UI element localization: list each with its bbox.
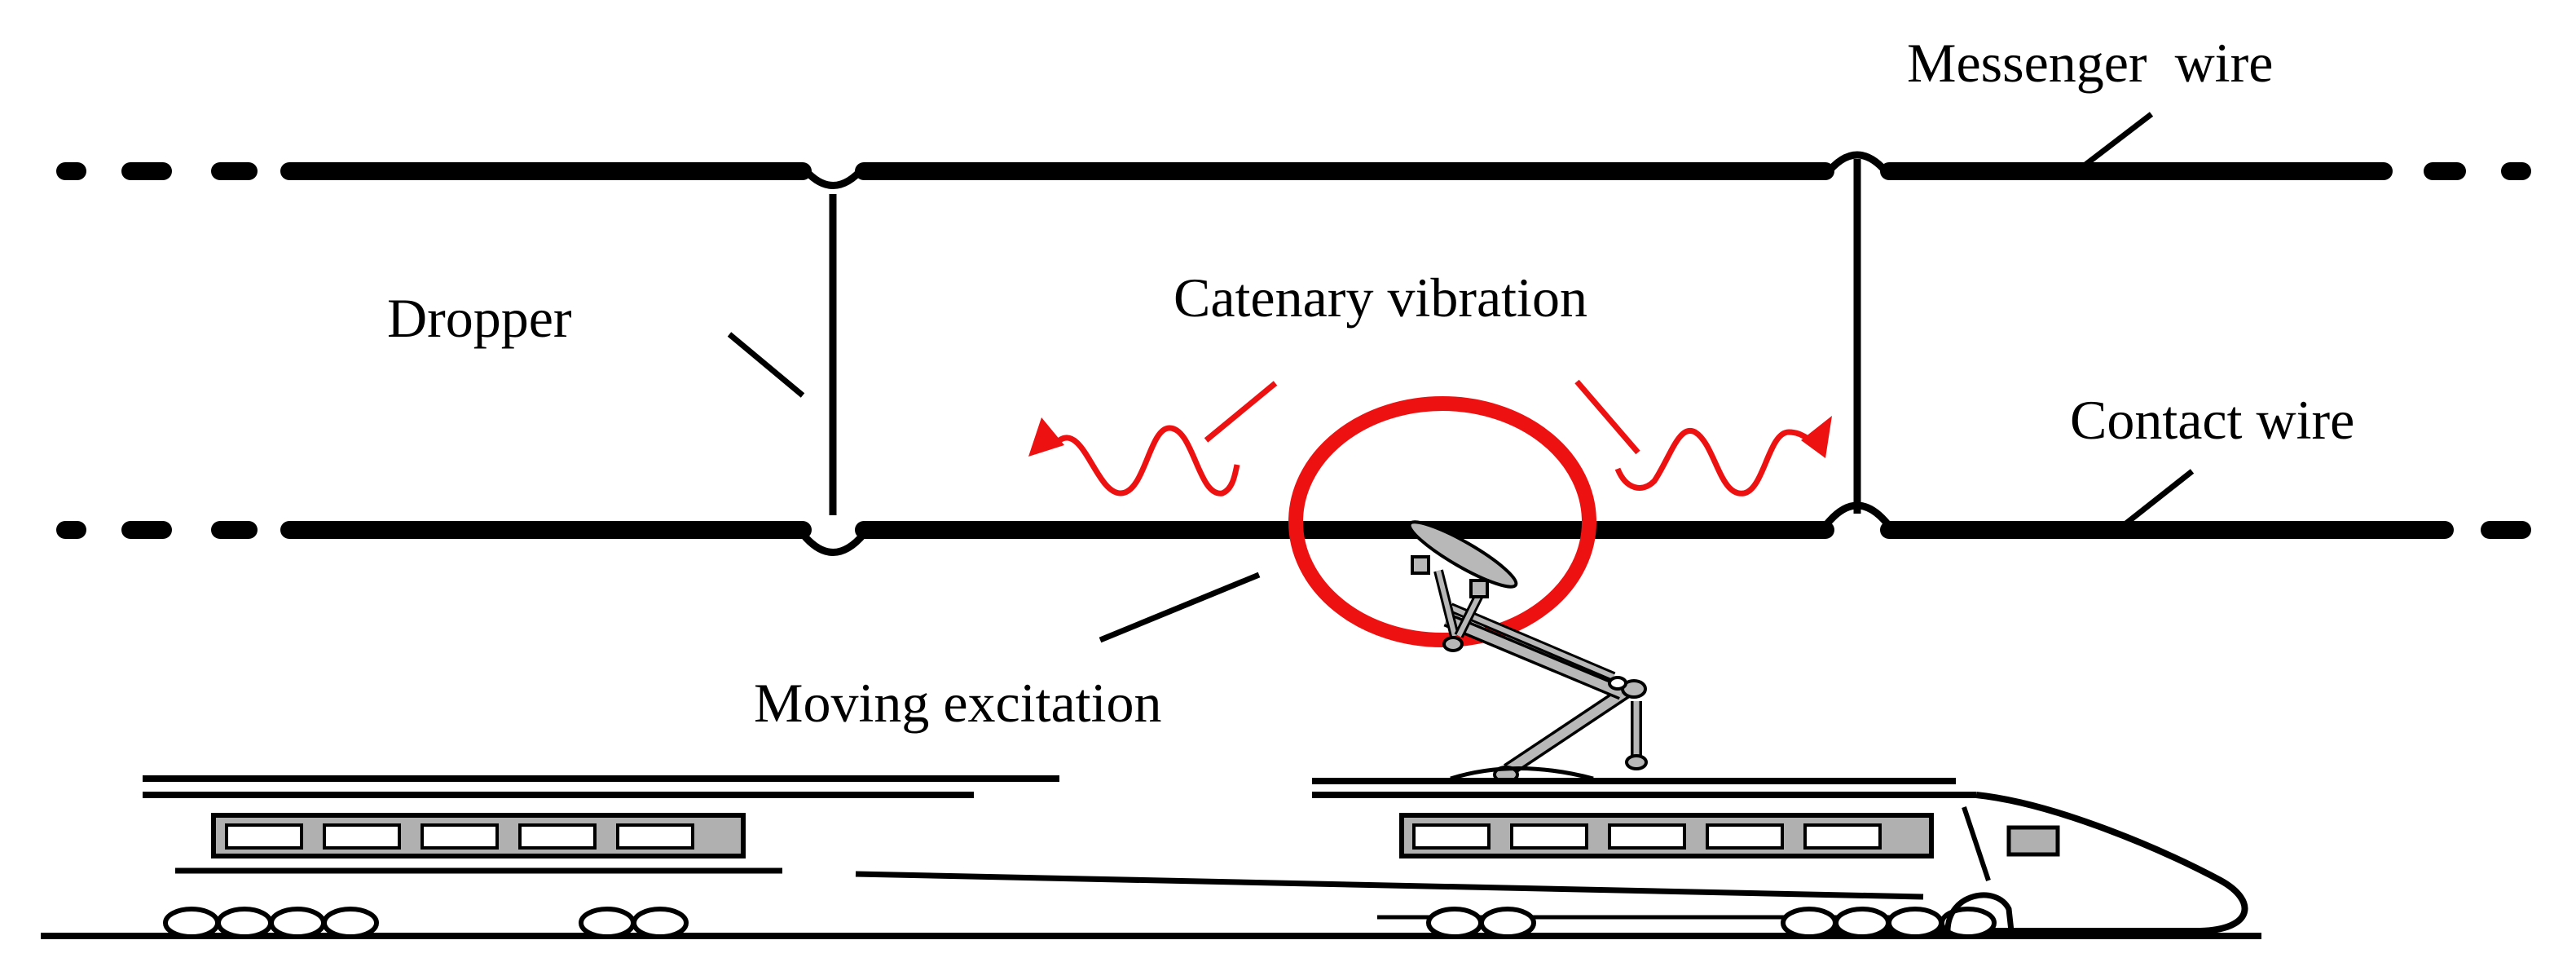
leader-dropper xyxy=(727,332,805,398)
dropper-right xyxy=(1822,151,1892,528)
leader-vibration-right xyxy=(1574,379,1640,455)
label-contact-wire: Contact wire xyxy=(2070,389,2354,451)
label-dropper: Dropper xyxy=(387,287,572,349)
dropper-left xyxy=(799,165,867,556)
leader-contact xyxy=(2120,469,2195,528)
train-icon xyxy=(41,775,2261,939)
leader-messenger xyxy=(2080,112,2154,170)
label-messenger-wire: Messenger wire xyxy=(1907,32,2273,94)
contact-point-circle xyxy=(1288,396,1596,647)
wave-arrow-icon-left xyxy=(1028,417,1240,497)
leader-moving xyxy=(1099,572,1261,643)
label-moving-excitation: Moving excitation xyxy=(754,672,1161,734)
label-catenary-vibration: Catenary vibration xyxy=(1174,267,1587,329)
wave-arrow-icon-right xyxy=(1614,416,1832,497)
leader-vibration-left xyxy=(1204,381,1278,443)
pantograph-icon xyxy=(1407,520,1648,783)
